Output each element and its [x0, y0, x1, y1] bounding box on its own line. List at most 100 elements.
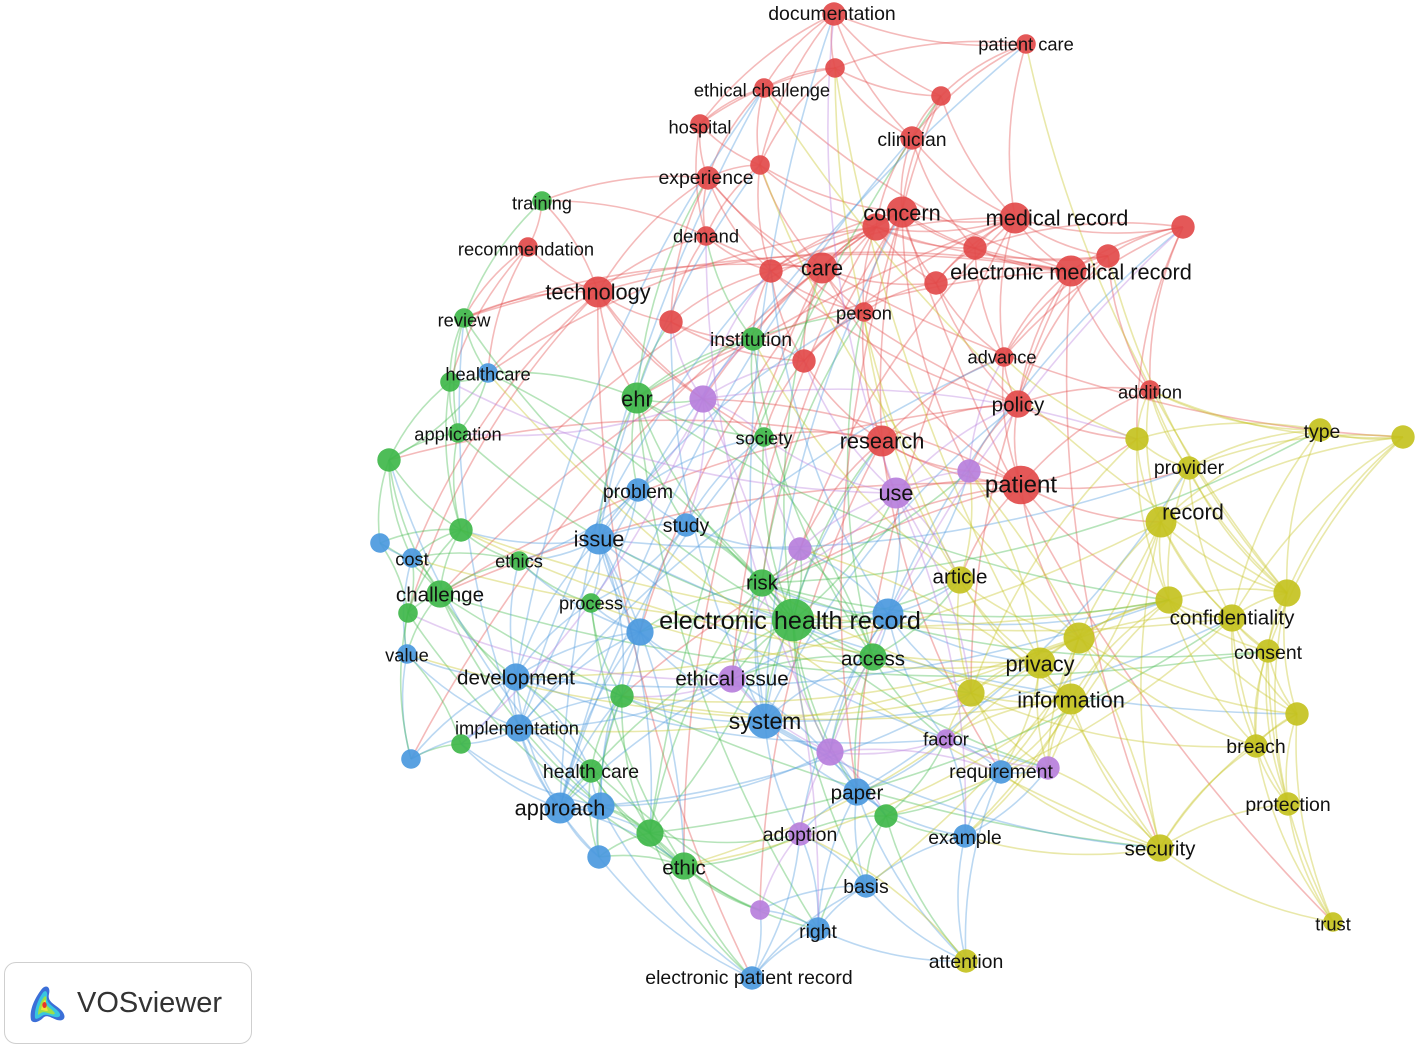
- node-label-electronic-medical-record[interactable]: electronic medical record: [950, 260, 1192, 285]
- node-electronic-patient-record[interactable]: [740, 966, 764, 990]
- node-g-d[interactable]: [398, 603, 418, 623]
- node-information[interactable]: [1055, 683, 1087, 715]
- node-label-study[interactable]: study: [663, 515, 710, 537]
- node-label-privacy[interactable]: privacy: [1006, 652, 1075, 677]
- node-label-type[interactable]: type: [1304, 421, 1341, 443]
- node-healthcare[interactable]: [478, 363, 498, 383]
- node-g-a[interactable]: [440, 372, 460, 392]
- node-r-g[interactable]: [1096, 244, 1120, 268]
- node-concern[interactable]: [886, 196, 918, 228]
- node-label-hospital[interactable]: hospital: [668, 117, 731, 138]
- node-label-institution[interactable]: institution: [710, 329, 792, 351]
- node-clinician[interactable]: [900, 126, 924, 150]
- node-process[interactable]: [581, 593, 601, 613]
- node-factor[interactable]: [936, 729, 956, 749]
- node-label-process[interactable]: process: [559, 593, 623, 614]
- node-label-medical-record[interactable]: medical record: [986, 206, 1129, 231]
- node-problem[interactable]: [626, 478, 650, 502]
- node-label-cost[interactable]: cost: [395, 549, 429, 570]
- node-confidentiality[interactable]: [1218, 604, 1246, 632]
- node-use[interactable]: [880, 477, 912, 509]
- node-label-implementation[interactable]: implementation: [455, 718, 579, 739]
- node-g-b[interactable]: [377, 448, 401, 472]
- node-adoption[interactable]: [788, 822, 812, 846]
- node-system[interactable]: [747, 703, 783, 739]
- node-care[interactable]: [806, 252, 838, 284]
- node-ethical-issue[interactable]: [718, 665, 746, 693]
- node-label-example[interactable]: example: [928, 827, 1001, 849]
- node-y-e[interactable]: [1063, 622, 1095, 654]
- node-breach[interactable]: [1244, 734, 1268, 758]
- node-b-d[interactable]: [505, 714, 533, 742]
- node-p-c[interactable]: [788, 537, 812, 561]
- node-label-care[interactable]: care: [801, 256, 843, 281]
- node-label-paper[interactable]: paper: [831, 782, 884, 805]
- node-b-c[interactable]: [872, 598, 904, 630]
- node-recommendation[interactable]: [518, 237, 538, 257]
- node-label-basis[interactable]: basis: [843, 876, 889, 898]
- node-review[interactable]: [454, 308, 474, 328]
- node-policy[interactable]: [1004, 390, 1032, 418]
- node-label-article[interactable]: article: [933, 566, 988, 589]
- node-label-documentation[interactable]: documentation: [768, 3, 896, 25]
- node-consent[interactable]: [1256, 639, 1280, 663]
- node-addition[interactable]: [1140, 380, 1160, 400]
- node-patient[interactable]: [1001, 465, 1041, 505]
- node-g-f[interactable]: [874, 804, 898, 828]
- node-label-technology[interactable]: technology: [545, 280, 650, 305]
- node-label-use[interactable]: use: [878, 481, 913, 506]
- node-label-training[interactable]: training: [512, 193, 572, 214]
- node-institution[interactable]: [741, 327, 765, 351]
- node-ethical-challenge[interactable]: [754, 78, 774, 98]
- node-development[interactable]: [502, 663, 530, 691]
- node-value[interactable]: [397, 644, 417, 664]
- node-y-g[interactable]: [1285, 702, 1309, 726]
- node-y-b[interactable]: [1125, 427, 1149, 451]
- node-cost[interactable]: [402, 548, 422, 568]
- node-application[interactable]: [448, 423, 468, 443]
- node-label-ethics[interactable]: ethics: [495, 551, 543, 572]
- node-y-c[interactable]: [1273, 579, 1301, 607]
- node-medical-record[interactable]: [999, 202, 1031, 234]
- node-label-application[interactable]: application: [414, 424, 501, 445]
- node-article[interactable]: [946, 566, 974, 594]
- node-label-experience[interactable]: experience: [658, 167, 753, 189]
- node-provider[interactable]: [1177, 456, 1201, 480]
- node-p-a[interactable]: [689, 385, 717, 413]
- node-documentation[interactable]: [822, 2, 846, 26]
- node-label-advance[interactable]: advance: [967, 347, 1036, 368]
- node-label-consent[interactable]: consent: [1234, 642, 1303, 664]
- node-label-confidentiality[interactable]: confidentiality: [1170, 607, 1295, 630]
- node-label-electronic-patient-record[interactable]: electronic patient record: [645, 967, 852, 989]
- node-example[interactable]: [953, 824, 977, 848]
- node-label-trust[interactable]: trust: [1315, 914, 1351, 935]
- node-b-a[interactable]: [370, 533, 390, 553]
- node-b-g[interactable]: [587, 845, 611, 869]
- node-g-e[interactable]: [610, 684, 634, 708]
- node-label-society[interactable]: society: [736, 428, 794, 449]
- node-label-value[interactable]: value: [385, 645, 429, 666]
- node-r-a[interactable]: [825, 58, 845, 78]
- node-approach[interactable]: [544, 792, 576, 824]
- node-technology[interactable]: [582, 276, 614, 308]
- node-r-d[interactable]: [862, 213, 890, 241]
- node-label-provider[interactable]: provider: [1154, 457, 1225, 479]
- node-r-k[interactable]: [792, 349, 816, 373]
- node-label-problem[interactable]: problem: [603, 481, 673, 503]
- node-b-e[interactable]: [401, 749, 421, 769]
- node-r-h[interactable]: [759, 259, 783, 283]
- node-label-system[interactable]: system: [729, 708, 802, 734]
- node-ehr[interactable]: [621, 382, 653, 414]
- node-label-factor[interactable]: factor: [923, 729, 969, 750]
- node-person[interactable]: [854, 302, 874, 322]
- node-b-f[interactable]: [587, 792, 615, 820]
- node-research[interactable]: [866, 425, 898, 457]
- node-label-approach[interactable]: approach: [515, 796, 606, 821]
- node-label-access[interactable]: access: [841, 648, 905, 671]
- node-society[interactable]: [754, 427, 774, 447]
- node-label-adoption[interactable]: adoption: [763, 824, 838, 846]
- node-label-addition[interactable]: addition: [1118, 382, 1182, 403]
- node-g-c[interactable]: [449, 518, 473, 542]
- node-label-electronic-health-record[interactable]: electronic health record: [659, 607, 921, 635]
- node-protection[interactable]: [1276, 792, 1300, 816]
